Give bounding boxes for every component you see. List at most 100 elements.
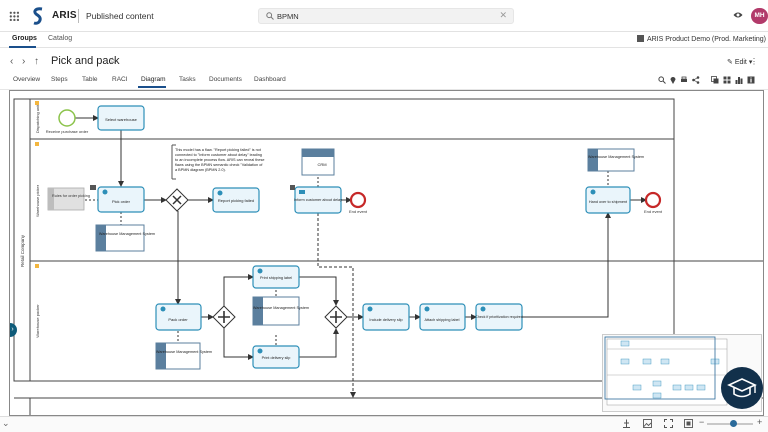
- lane-label-packer: Warehouse packer: [35, 304, 40, 338]
- task-hand-over[interactable]: [585, 186, 631, 214]
- task-print-shipping-label[interactable]: [252, 265, 300, 289]
- zoom-icon[interactable]: [658, 76, 666, 84]
- start-event[interactable]: [58, 109, 76, 127]
- user-task-icon: [257, 348, 263, 354]
- database-selector[interactable]: ARIS Product Demo (Prod. Marketing): [636, 35, 766, 43]
- tab-groups[interactable]: Groups: [12, 35, 37, 42]
- system-label: Warehouse Management System: [588, 155, 644, 159]
- tab-overview[interactable]: Overview: [13, 76, 41, 83]
- active-tab-indicator: [138, 86, 166, 88]
- lane-role-icon: [35, 142, 39, 146]
- fit-to-screen-icon[interactable]: [664, 419, 673, 428]
- bar-chart-icon[interactable]: [735, 76, 743, 84]
- user-task-icon: [367, 306, 373, 312]
- favorite-star-icon[interactable]: ☆: [109, 56, 117, 65]
- user-avatar[interactable]: MH: [751, 8, 768, 24]
- print-icon[interactable]: [680, 76, 688, 84]
- secondary-nav: Groups Catalog ARIS Product Demo (Prod. …: [0, 32, 768, 48]
- up-arrow-icon[interactable]: ↑: [34, 56, 39, 67]
- collapse-chevron-icon[interactable]: ⌄: [2, 418, 10, 428]
- product-name: Published content: [86, 11, 154, 21]
- task-pack-order[interactable]: [155, 303, 202, 331]
- svg-text:This model has a flaw. "Report: This model has a flaw. "Report picking f…: [175, 148, 262, 152]
- end-event-label: End event: [644, 209, 663, 214]
- zoom-out-button[interactable]: −: [699, 417, 705, 427]
- back-arrow-icon[interactable]: ‹: [10, 56, 14, 67]
- task-label: Inform customer about delay: [294, 198, 342, 202]
- bpmn-diagram: Retail Company Dispatching unit Warehous…: [13, 98, 763, 415]
- task-label: Print shipping label: [260, 276, 292, 280]
- task-attach-shipping-label[interactable]: [419, 303, 466, 331]
- tab-tasks[interactable]: Tasks: [179, 76, 196, 83]
- user-task-icon: [424, 306, 430, 312]
- fullscreen-icon[interactable]: [684, 419, 693, 428]
- search-input[interactable]: [277, 10, 497, 22]
- brand-divider: [78, 9, 79, 23]
- more-options-icon[interactable]: ⋮: [750, 57, 758, 66]
- page-title: Pick and pack: [51, 55, 120, 67]
- layout-icon[interactable]: [622, 419, 631, 428]
- zoom-slider-handle[interactable]: [730, 420, 737, 427]
- share-icon[interactable]: [692, 76, 700, 84]
- tab-catalog[interactable]: Catalog: [48, 35, 73, 42]
- task-report-picking-failed[interactable]: [212, 187, 260, 213]
- image-icon[interactable]: [643, 419, 652, 428]
- svg-text:a BPMN diagram (BPMN 2.0).: a BPMN diagram (BPMN 2.0).: [175, 168, 226, 172]
- document-icon: [90, 185, 96, 190]
- task-check-prioritization[interactable]: [475, 303, 523, 331]
- graduation-cap-icon: [727, 378, 757, 398]
- forward-arrow-icon[interactable]: ›: [22, 56, 26, 67]
- grid-view-icon[interactable]: [723, 76, 731, 84]
- end-event[interactable]: [349, 191, 367, 209]
- task-select-warehouse[interactable]: [97, 105, 145, 131]
- tabs-divider: [0, 89, 768, 90]
- info-icon[interactable]: [747, 76, 755, 84]
- location-pin-icon[interactable]: [670, 76, 676, 84]
- copy-icon[interactable]: [711, 76, 719, 84]
- task-label: Print delivery slip: [262, 356, 291, 360]
- tab-diagram[interactable]: Diagram: [141, 76, 166, 83]
- user-task-icon: [257, 268, 263, 274]
- side-panel-toggle[interactable]: ›: [10, 323, 17, 337]
- task-inform-customer[interactable]: [294, 186, 342, 214]
- user-task-icon: [102, 189, 108, 195]
- tab-table[interactable]: Table: [82, 76, 98, 83]
- task-label: Pack order: [168, 317, 188, 322]
- task-include-delivery-slip[interactable]: [362, 303, 410, 331]
- user-task-icon: [160, 306, 166, 312]
- search-icon: [266, 12, 274, 20]
- svg-text:connected to "Inform customer: connected to "Inform customer about dela…: [175, 153, 262, 157]
- end-event[interactable]: [644, 191, 662, 209]
- system-label: CRM: [317, 162, 326, 167]
- task-pick-order[interactable]: [97, 186, 145, 213]
- svg-text:flaws using the BPMN semantic: flaws using the BPMN semantic check "Val…: [175, 163, 263, 167]
- svg-text:to an incomplete process flow.: to an incomplete process flow. ARIS can …: [175, 158, 265, 162]
- edit-button[interactable]: ✎ Edit ▾: [727, 59, 753, 66]
- tab-raci[interactable]: RACI: [112, 76, 128, 83]
- tab-documents[interactable]: Documents: [209, 76, 242, 83]
- task-print-delivery-slip[interactable]: [252, 345, 300, 369]
- pool-label: Retail Company: [20, 234, 25, 267]
- aris-logo-icon: [33, 7, 43, 25]
- task-label: Report picking failed: [218, 198, 254, 203]
- zoom-in-button[interactable]: +: [757, 417, 763, 427]
- tab-steps[interactable]: Steps: [51, 76, 68, 83]
- clear-search-icon[interactable]: ✕: [499, 10, 507, 20]
- lane-label-dispatching: Dispatching unit: [35, 104, 40, 133]
- task-label: Check if prioritization required: [475, 315, 523, 319]
- lane-label-picker: Warehouse picker: [35, 184, 40, 217]
- app-launcher-icon[interactable]: [9, 11, 19, 21]
- start-event-label: Receive purchase order: [46, 129, 89, 134]
- search-box[interactable]: ✕: [258, 8, 514, 24]
- task-label: Pick order: [112, 199, 131, 204]
- user-task-icon: [217, 190, 223, 196]
- eye-icon[interactable]: [733, 11, 743, 19]
- diagram-canvas[interactable]: Retail Company Dispatching unit Warehous…: [9, 90, 764, 416]
- database-name: ARIS Product Demo (Prod. Marketing): [646, 36, 766, 43]
- user-task-icon: [480, 306, 486, 312]
- database-icon: [636, 35, 644, 42]
- top-bar: ARIS Published content ✕ MH: [0, 0, 768, 32]
- task-label: Hand over to shipment: [589, 200, 628, 204]
- tab-dashboard[interactable]: Dashboard: [254, 76, 286, 83]
- learning-center-button[interactable]: [721, 367, 763, 409]
